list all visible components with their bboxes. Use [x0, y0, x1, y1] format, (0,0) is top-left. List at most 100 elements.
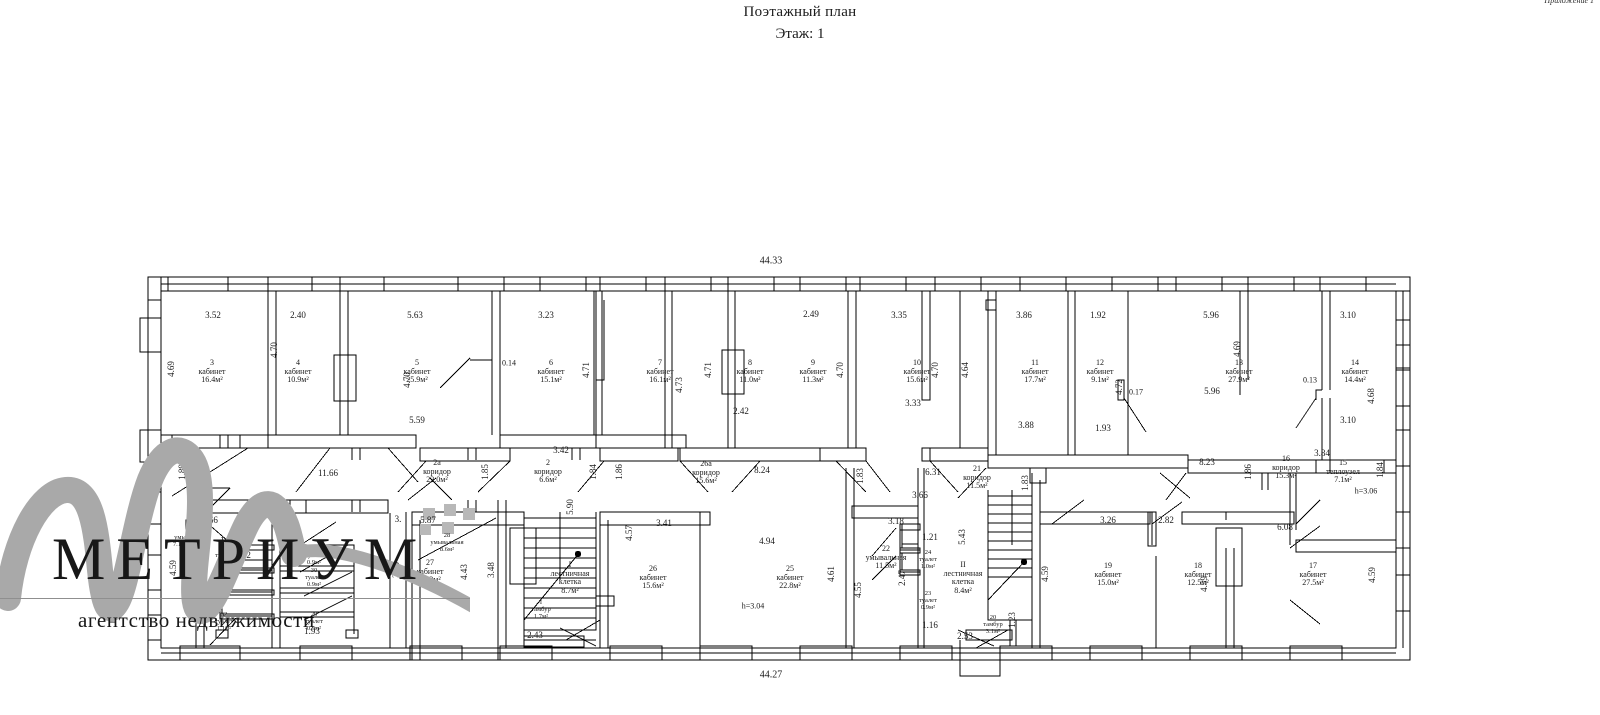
dimension-0-14: 0.14	[502, 358, 516, 368]
dimension-2-53: 2.53	[957, 631, 973, 642]
dimension-3-10-top: 3.10	[1340, 310, 1356, 321]
dimension-4-59-b: 4.59	[1199, 576, 1210, 592]
dimension-1-80: 1.80	[284, 535, 300, 546]
dimension-1-83-a: 1.83	[855, 468, 866, 484]
room-area: 1.0м²	[920, 562, 936, 570]
dimension-3-66: 3.66	[912, 490, 928, 501]
dimension-2-66: 2.66	[202, 515, 218, 526]
dimension-2-49: 2.49	[803, 309, 819, 320]
room-area: 14.4м²	[1344, 375, 1366, 385]
room-number: 5	[415, 358, 419, 368]
room-label-9: 9 кабинет 11.3м²	[800, 358, 827, 385]
room-number: 25	[786, 564, 794, 574]
room-label-11: 11 кабинет 17.7м²	[1021, 358, 1049, 385]
room-name: кабинет	[1094, 569, 1122, 579]
room-name: кабинет	[646, 366, 674, 376]
room-area: 15.3м²	[1275, 471, 1297, 481]
dimension-11-66: 11.66	[318, 468, 338, 479]
room-name: туалет	[919, 555, 937, 563]
dimension-0-17: 0.17	[1129, 387, 1143, 397]
room-number: 24	[924, 548, 932, 556]
room-label-2a: 2а коридор 22.0м²	[423, 458, 451, 485]
plan-header: Поэтажный план Этаж: 1 Приложение 1	[0, 0, 1600, 43]
dimension-2-82: 2.82	[1158, 515, 1174, 526]
room-number: 7	[658, 358, 662, 368]
floor-label: Этаж: 1	[775, 26, 825, 42]
room-area: 15.0м²	[1097, 578, 1119, 588]
dimension-3-46: 3.46	[391, 562, 402, 578]
room-label-tambour-1: I тамбур 1.7м²	[531, 599, 550, 620]
room-name: кабинет	[1086, 366, 1114, 376]
dimension-3-86: 3.86	[1016, 310, 1032, 321]
room-number: I	[568, 559, 572, 569]
room-height-15: h=3.06	[1355, 487, 1378, 497]
dimension-3-52: 3.52	[205, 310, 221, 321]
room-number: 26	[649, 564, 657, 574]
room-area: 27.9м²	[1228, 375, 1250, 385]
room-number: 3	[210, 358, 214, 368]
room-name: кабинет	[1021, 366, 1049, 376]
room-name: умывальная	[865, 552, 907, 562]
dimension-3-41: 3.41	[656, 518, 672, 529]
dimension-4-59-d: 4.59	[168, 560, 179, 576]
room-area: 17.7м²	[1024, 375, 1046, 385]
dimension-3-48: 3.48	[486, 562, 497, 578]
dimension-4-59-c: 4.59	[1367, 567, 1378, 583]
room-number: 14	[1351, 358, 1359, 368]
room-number: 2а	[433, 458, 441, 468]
room-number: 28	[443, 531, 451, 539]
room-area: 11.3м²	[802, 375, 824, 385]
dimension-1-86-b: 1.86	[1243, 464, 1254, 480]
room-label-24: 24 туалет 1.0м²	[919, 548, 937, 570]
room-height-25: h=3.04	[742, 602, 765, 612]
room-area: 1.1м²	[216, 558, 232, 566]
room-area: 8.7м²	[561, 585, 579, 595]
room-label-2: 2 коридор 6.6м²	[534, 458, 562, 485]
dimension-3-84: 3.84	[1314, 448, 1330, 459]
room-area: 7.1м²	[1334, 475, 1352, 485]
room-area: 15.6м²	[642, 581, 664, 591]
dimension-4-73: 4.73	[674, 377, 685, 393]
room-area: 1.7м²	[533, 612, 549, 620]
room-label-10: 10 кабинет 15.6м²	[903, 358, 931, 385]
room-name: лестничная	[550, 568, 590, 578]
dimension-4-70-b: 4.70	[402, 372, 413, 388]
room-name: коридор	[963, 472, 991, 482]
room-number: 4	[296, 358, 300, 368]
room-area: 0.9м²	[306, 558, 322, 566]
room-area: 16.4м²	[201, 375, 223, 385]
dimension-3-26: 3.26	[1100, 515, 1116, 526]
dimension-4-61: 4.61	[826, 566, 837, 582]
dimension-3-10-bottom: 3.10	[1340, 415, 1356, 426]
room-area: 8.4м²	[954, 585, 972, 595]
room-name: кабинет	[776, 572, 804, 582]
room-number: 8	[748, 358, 752, 368]
dimension-4-57: 4.57	[624, 525, 635, 541]
room-area: 11.5м²	[966, 481, 988, 491]
room-label-3: 3 кабинет 16.4м²	[199, 358, 226, 385]
room-number: 11	[1031, 358, 1039, 368]
dimension-1-84-a: 1.84	[588, 464, 599, 480]
room-name: кабинет	[639, 572, 667, 582]
room-area: 0.9м²	[306, 580, 322, 588]
room-name: коридор	[1272, 462, 1300, 472]
dimension-3-35: 3.35	[891, 310, 907, 321]
room-area: 8.6м²	[439, 545, 455, 553]
appendix-label: Приложение 1	[1544, 0, 1594, 5]
room-area: 22.0м²	[426, 475, 448, 485]
dimension-1-92: 1.92	[1090, 310, 1106, 321]
room-name: кабинет	[903, 366, 931, 376]
room-area: 0.9м²	[920, 603, 936, 611]
room-number: 10	[913, 358, 921, 368]
room-area: 1.1м²	[216, 580, 232, 588]
dimension-5-59: 5.59	[409, 415, 425, 426]
dimension-5-96-top: 5.96	[1203, 310, 1219, 321]
room-label-5: 5 кабинет 25.9м²	[404, 358, 431, 385]
room-number: 12	[1096, 358, 1104, 368]
dimension-3-42-a: 3.42	[553, 445, 569, 456]
dimension-4-71-b: 4.71	[703, 362, 714, 378]
room-label-22: 22 умывальная 11.5м²	[865, 544, 907, 571]
room-area: 11.5м²	[875, 561, 897, 571]
